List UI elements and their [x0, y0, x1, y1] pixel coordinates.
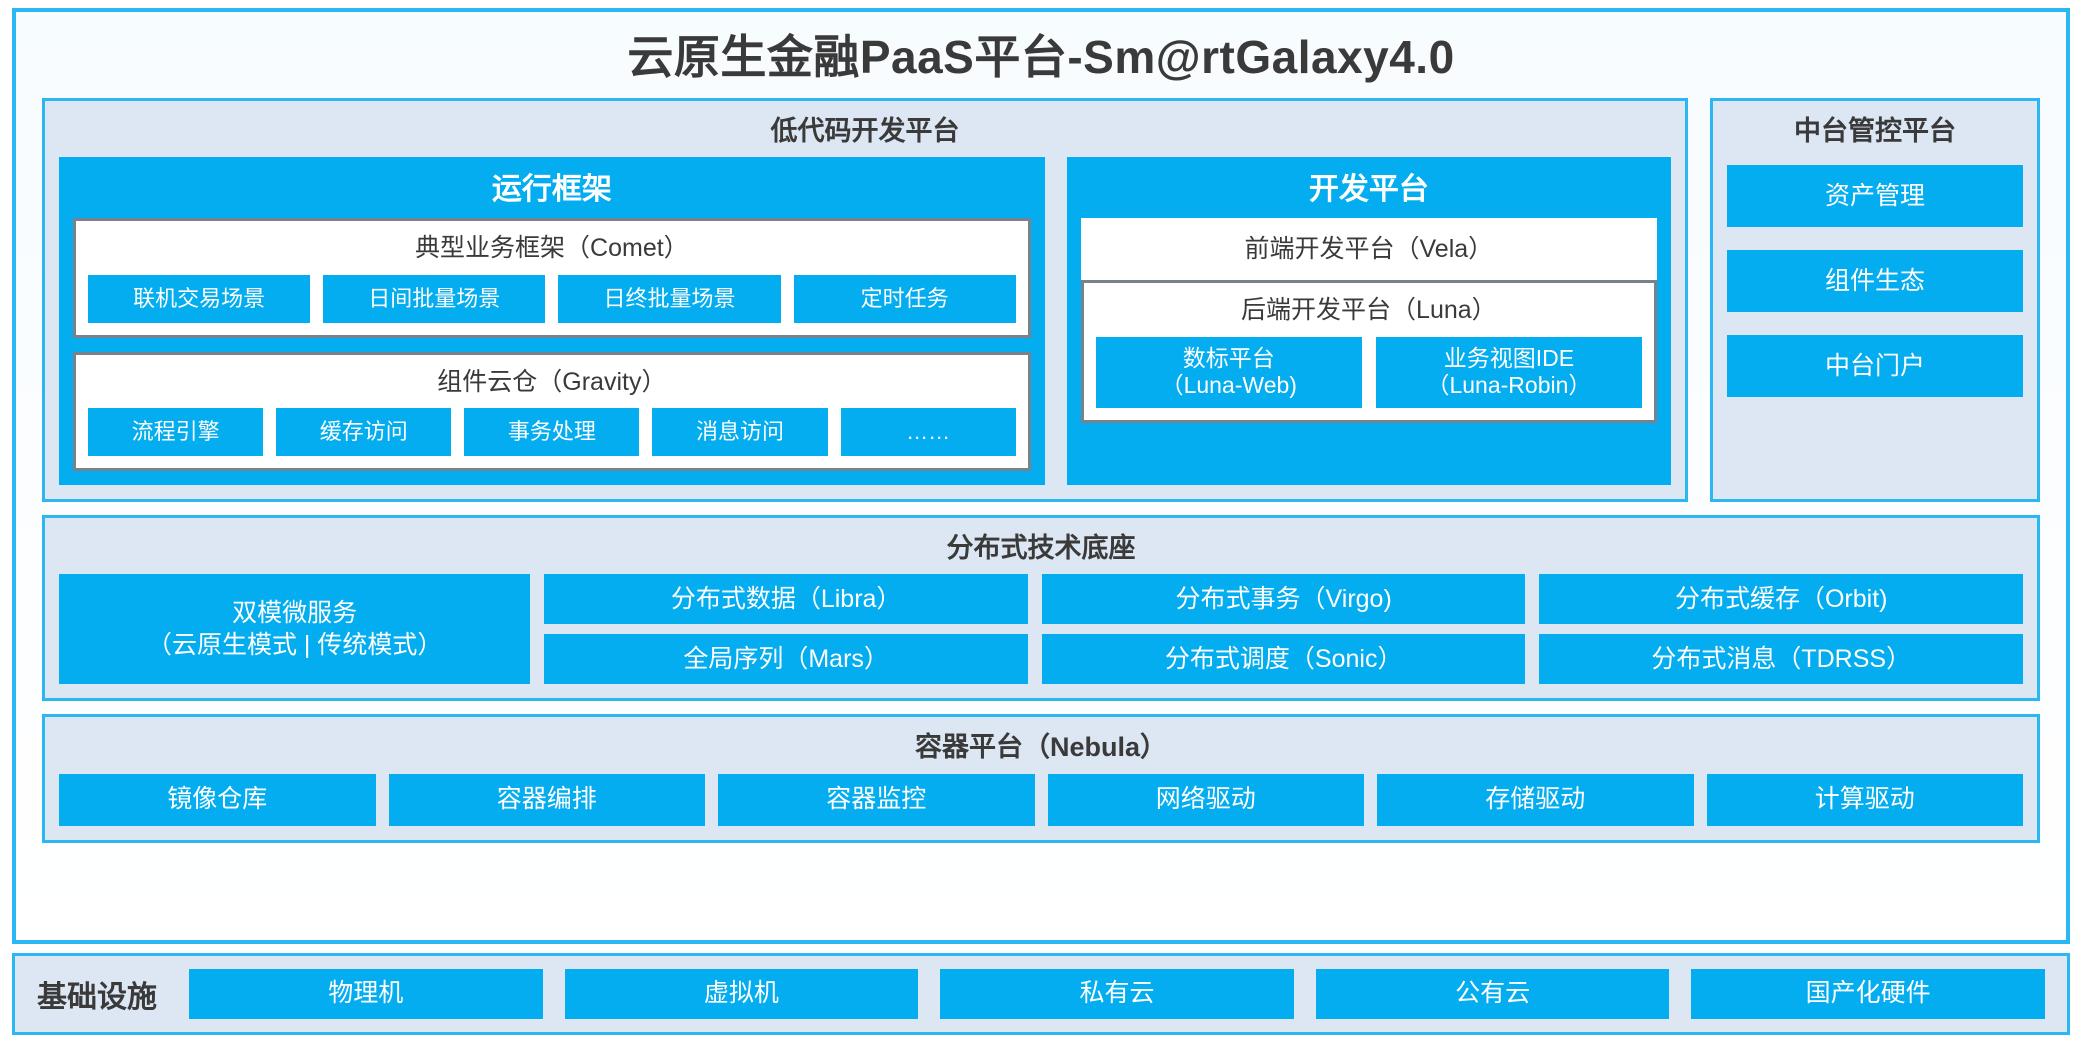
chip-asset-management[interactable]: 资产管理	[1727, 165, 2023, 228]
container-platform-title: 容器平台（Nebula）	[914, 732, 1168, 763]
gravity-chip-row: 流程引擎 缓存访问 事务处理 消息访问 ……	[88, 407, 1016, 456]
chip-cache-access[interactable]: 缓存访问	[276, 407, 452, 456]
comet-title: 典型业务框架（Comet）	[415, 234, 689, 263]
distributed-column-3: 分布式缓存（Orbit) 分布式消息（TDRSS）	[1539, 574, 2023, 685]
chip-transaction-processing[interactable]: 事务处理	[464, 407, 640, 456]
management-platform-panel: 中台管控平台 资产管理 组件生态 中台门户	[1710, 98, 2040, 502]
distributed-foundation-title: 分布式技术底座	[946, 532, 1136, 563]
chip-virtual-machine[interactable]: 虚拟机	[564, 969, 919, 1019]
chip-distributed-scheduling-sonic[interactable]: 分布式调度（Sonic）	[1041, 634, 1526, 685]
page-title: 云原生金融PaaS平台-Sm@rtGalaxy4.0	[627, 31, 1455, 83]
chip-public-cloud[interactable]: 公有云	[1315, 969, 1670, 1019]
chip-component-ecosystem[interactable]: 组件生态	[1727, 250, 2023, 313]
container-platform-panel: 容器平台（Nebula） 镜像仓库 容器编排 容器监控 网络驱动 存储驱动 计算…	[42, 714, 2040, 843]
lowcode-platform-panel: 低代码开发平台 运行框架 典型业务框架（Comet） 联机交易场景 日间批量场景…	[42, 98, 1688, 502]
distributed-column-1: 分布式数据（Libra） 全局序列（Mars）	[544, 574, 1028, 685]
spacer-2	[42, 701, 2040, 714]
chip-luna-robin-sub: （Luna-Robin）	[1426, 372, 1592, 399]
chip-physical-machine[interactable]: 物理机	[189, 969, 543, 1019]
frontend-platform-card[interactable]: 前端开发平台（Vela）	[1080, 218, 1657, 281]
chip-eod-batch[interactable]: 日终批量场景	[558, 274, 781, 323]
management-platform-title: 中台管控平台	[1794, 116, 1956, 146]
management-item-list: 资产管理 组件生态 中台门户	[1727, 157, 2023, 485]
gravity-title: 组件云仓（Gravity）	[437, 367, 667, 396]
spacer-1	[42, 502, 2040, 515]
chip-dual-mode-microservice[interactable]: 双模微服务 （云原生模式 | 传统模式）	[59, 574, 531, 685]
chip-more-ellipsis[interactable]: ……	[840, 407, 1016, 456]
lowcode-columns: 运行框架 典型业务框架（Comet） 联机交易场景 日间批量场景 日终批量场景 …	[59, 157, 1671, 485]
infrastructure-chip-row: 物理机 虚拟机 私有云 公有云 国产化硬件	[189, 969, 2045, 1019]
chip-storage-driver[interactable]: 存储驱动	[1377, 773, 1694, 826]
chip-luna-robin[interactable]: 业务视图IDE （Luna-Robin）	[1375, 336, 1642, 408]
gravity-card: 组件云仓（Gravity） 流程引擎 缓存访问 事务处理 消息访问 ……	[73, 351, 1031, 471]
chip-dual-mode-label: 双模微服务	[232, 598, 358, 627]
chip-luna-web-label: 数标平台	[1182, 344, 1275, 371]
backend-platform-card: 后端开发平台（Luna） 数标平台 （Luna-Web) 业务视图IDE （Lu…	[1080, 280, 1657, 423]
chip-network-driver[interactable]: 网络驱动	[1047, 773, 1364, 826]
chip-private-cloud[interactable]: 私有云	[940, 969, 1294, 1019]
chip-dual-mode-sub: （云原生模式 | 传统模式）	[146, 631, 443, 660]
chip-distributed-transaction-virgo[interactable]: 分布式事务（Virgo)	[1041, 574, 1526, 625]
infrastructure-label: 基础设施	[37, 981, 157, 1014]
dual-mode-microservice-wrapper: 双模微服务 （云原生模式 | 传统模式）	[59, 574, 531, 685]
chip-scheduled-task[interactable]: 定时任务	[793, 274, 1016, 323]
chip-luna-web[interactable]: 数标平台 （Luna-Web)	[1095, 336, 1362, 408]
chip-domestic-hardware[interactable]: 国产化硬件	[1691, 969, 2045, 1019]
lowcode-platform-title: 低代码开发平台	[770, 116, 960, 146]
container-chip-row: 镜像仓库 容器编排 容器监控 网络驱动 存储驱动 计算驱动	[59, 773, 2023, 826]
chip-online-transaction[interactable]: 联机交易场景	[88, 274, 311, 323]
distributed-foundation-panel: 分布式技术底座 双模微服务 （云原生模式 | 传统模式） 分布式数据（Libra…	[42, 514, 2040, 702]
chip-message-access[interactable]: 消息访问	[652, 407, 828, 456]
chip-luna-robin-label: 业务视图IDE	[1443, 344, 1575, 371]
chip-global-sequence-mars[interactable]: 全局序列（Mars）	[544, 634, 1028, 685]
chip-distributed-cache-orbit[interactable]: 分布式缓存（Orbit)	[1539, 574, 2023, 625]
development-platform-block: 开发平台 前端开发平台（Vela） 后端开发平台（Luna） 数标平台 （Lun…	[1066, 157, 1671, 485]
runtime-framework-title: 运行框架	[491, 173, 612, 207]
chip-process-engine[interactable]: 流程引擎	[88, 407, 264, 456]
comet-card: 典型业务框架（Comet） 联机交易场景 日间批量场景 日终批量场景 定时任务	[73, 218, 1031, 338]
luna-chip-row: 数标平台 （Luna-Web) 业务视图IDE （Luna-Robin）	[1095, 336, 1642, 408]
chip-middle-platform-portal[interactable]: 中台门户	[1727, 335, 2023, 398]
upper-row: 低代码开发平台 运行框架 典型业务框架（Comet） 联机交易场景 日间批量场景…	[42, 98, 2040, 502]
chip-compute-driver[interactable]: 计算驱动	[1706, 773, 2023, 826]
chip-intraday-batch[interactable]: 日间批量场景	[323, 274, 546, 323]
distributed-body: 双模微服务 （云原生模式 | 传统模式） 分布式数据（Libra） 全局序列（M…	[59, 574, 2023, 685]
backend-platform-title: 后端开发平台（Luna）	[1241, 296, 1497, 325]
infrastructure-bar: 基础设施 物理机 虚拟机 私有云 公有云 国产化硬件	[12, 953, 2070, 1035]
chip-distributed-data-libra[interactable]: 分布式数据（Libra）	[544, 574, 1028, 625]
chip-container-orchestration[interactable]: 容器编排	[388, 773, 705, 826]
chip-image-repository[interactable]: 镜像仓库	[59, 773, 376, 826]
comet-chip-row: 联机交易场景 日间批量场景 日终批量场景 定时任务	[88, 274, 1016, 323]
chip-distributed-message-tdrss[interactable]: 分布式消息（TDRSS）	[1539, 634, 2023, 685]
runtime-framework-block: 运行框架 典型业务框架（Comet） 联机交易场景 日间批量场景 日终批量场景 …	[59, 157, 1045, 485]
platform-architecture-card: 云原生金融PaaS平台-Sm@rtGalaxy4.0 低代码开发平台 运行框架 …	[12, 8, 2070, 944]
chip-container-monitoring[interactable]: 容器监控	[718, 773, 1035, 826]
distributed-column-2: 分布式事务（Virgo) 分布式调度（Sonic）	[1041, 574, 1526, 685]
development-platform-title: 开发平台	[1308, 173, 1429, 207]
chip-luna-web-sub: （Luna-Web)	[1160, 372, 1297, 399]
